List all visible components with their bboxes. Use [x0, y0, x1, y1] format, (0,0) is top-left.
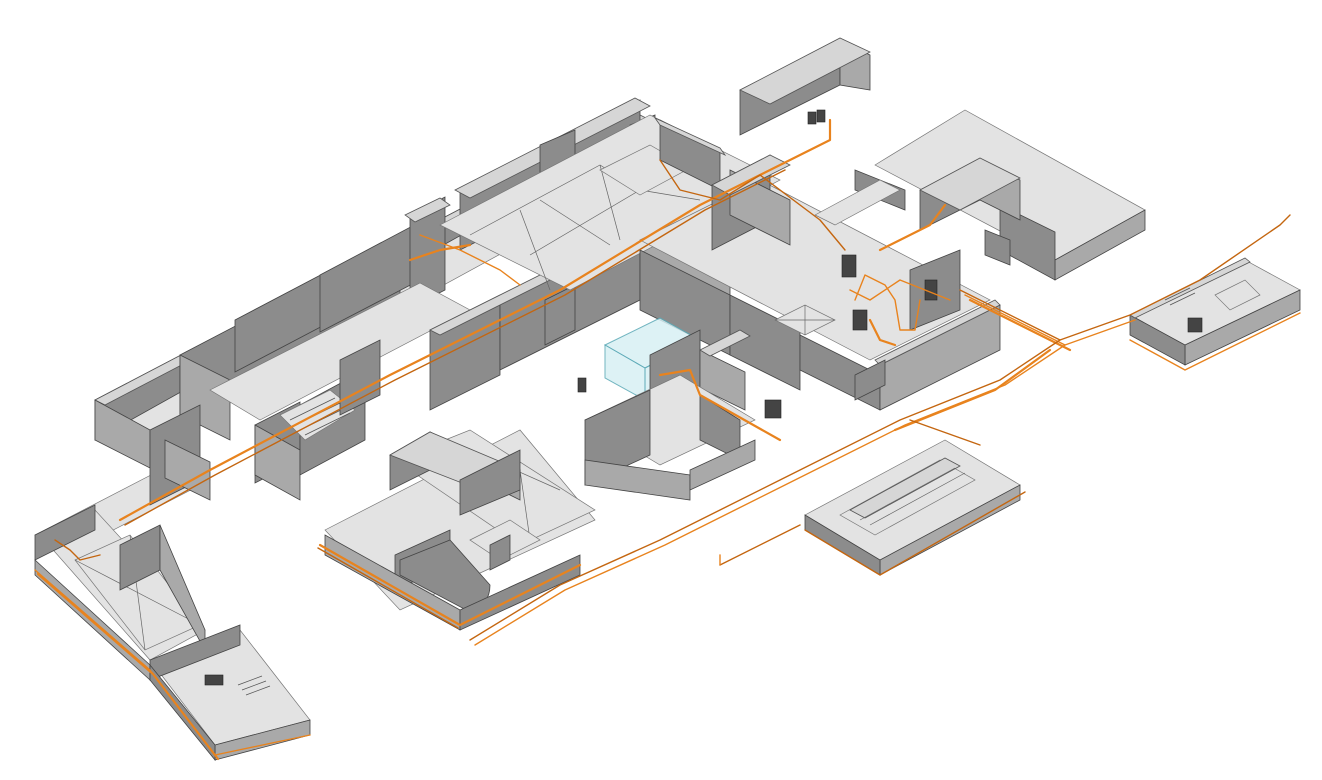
south-west-stair: [237, 675, 271, 696]
top-detached-wall: [739, 37, 871, 136]
north-east-annex: [814, 109, 1146, 281]
north-east-wing: [639, 117, 1001, 411]
south-west-wing: [34, 404, 311, 762]
south-central-building: [324, 429, 596, 631]
east-stair: [1164, 287, 1196, 306]
pipe-main-run: [118, 118, 832, 522]
east-detached-building: [1129, 257, 1301, 366]
pipe-network: [34, 118, 1301, 761]
courtyard-block: [577, 317, 782, 501]
south-east-detached-building: [804, 439, 1021, 576]
